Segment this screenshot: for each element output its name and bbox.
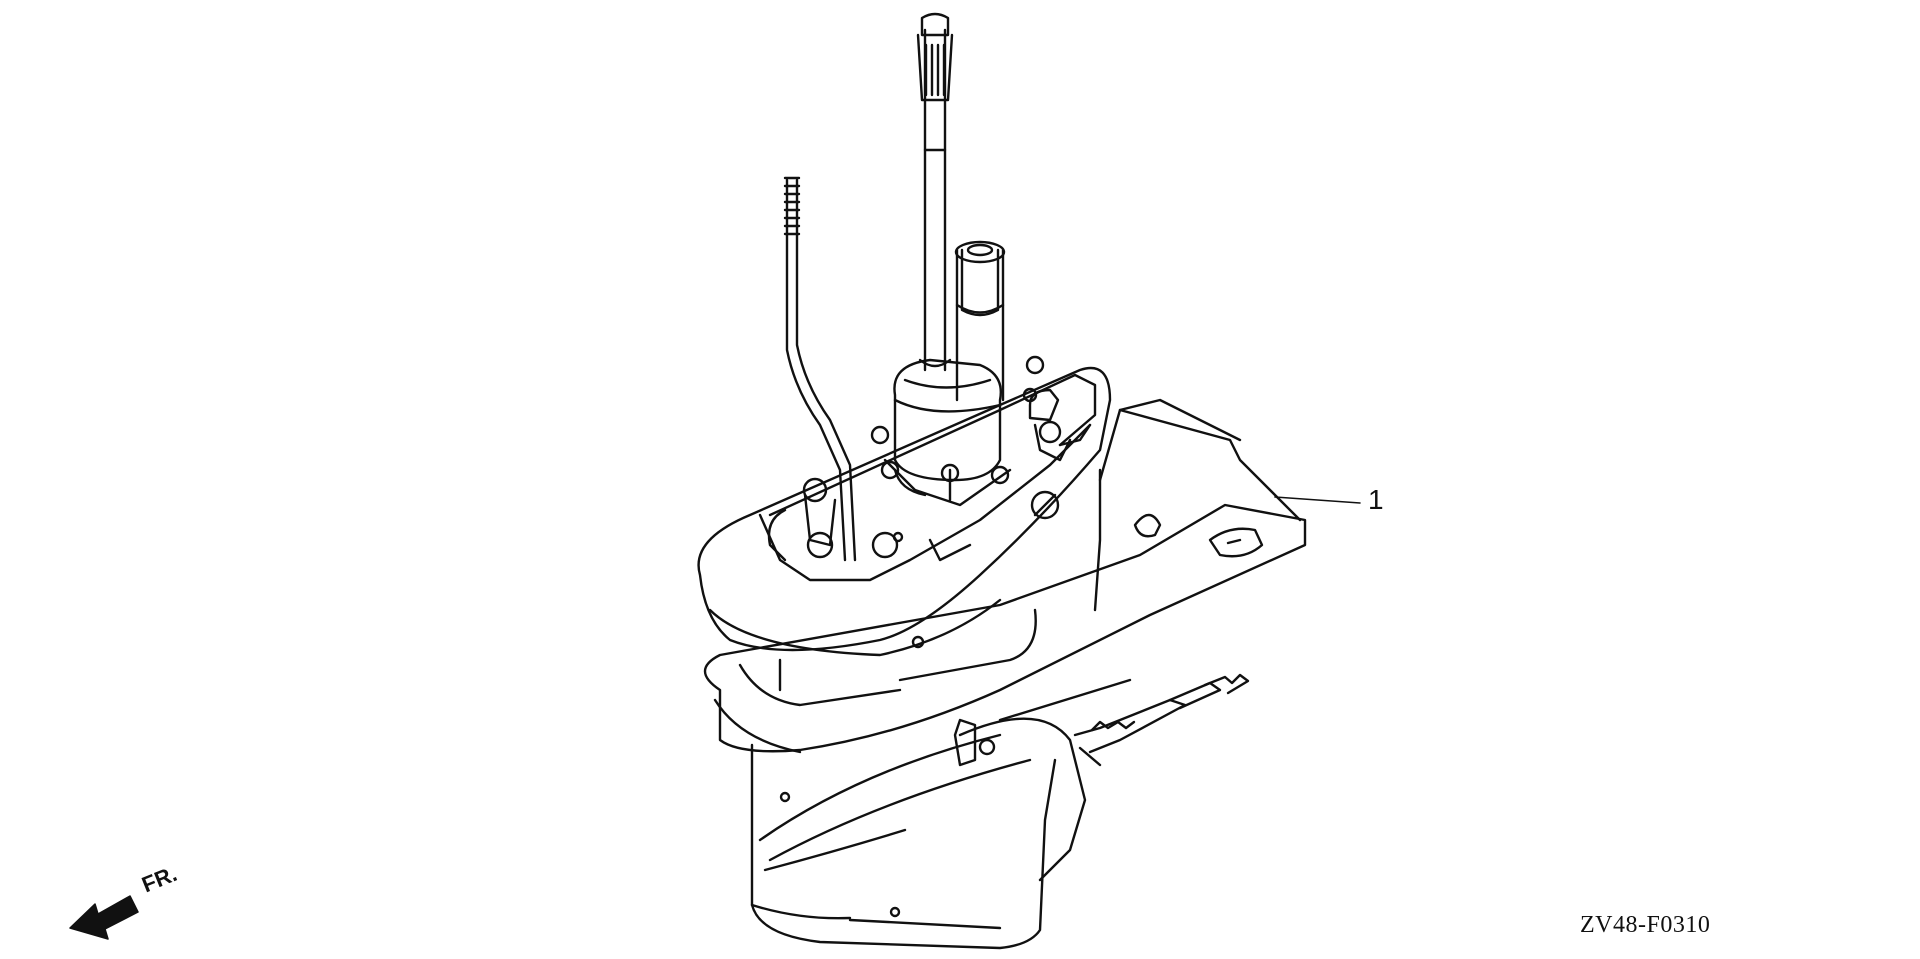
arrow-left-icon [69,895,139,940]
shift-rod [783,176,857,562]
callout-leader-line [1274,496,1361,504]
water-tube [954,240,1006,402]
water-pump-housing [767,355,1092,562]
mounting-flange [697,366,1112,657]
drive-shaft [916,12,954,372]
cavitation-plate [703,503,1307,767]
upper-housing [778,398,1302,692]
gear-case [750,717,1087,950]
propeller-shaft [1073,673,1250,767]
callout-number: 1 [1368,484,1384,515]
diagram-code: ZV48-F0310 [1580,912,1711,938]
